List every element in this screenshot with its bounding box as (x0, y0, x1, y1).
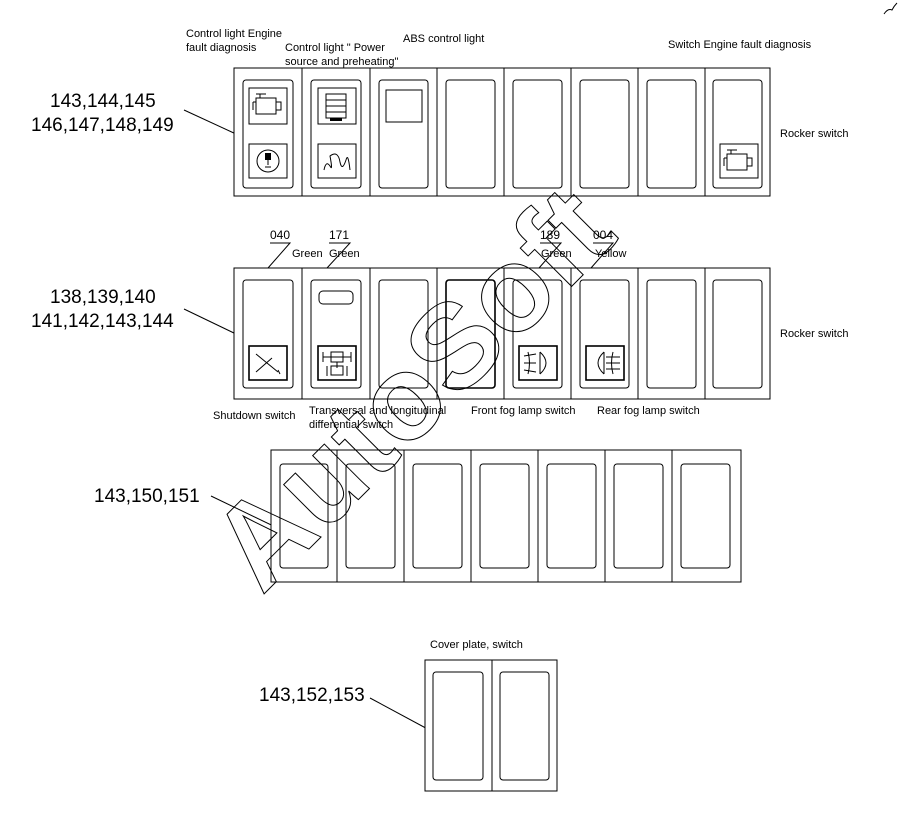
color-004: Yellow (595, 248, 626, 260)
label-power-preheat-line1: Control light " Power (285, 42, 385, 54)
switch-window (712, 279, 763, 389)
switch-window (646, 79, 697, 189)
leader-189 (538, 242, 563, 269)
indicator-lamp-171 (318, 290, 354, 305)
part-numbers-3: 143,150,151 (94, 486, 200, 507)
leader-004 (590, 242, 615, 269)
panel-2: 040 Green 171 Green 189 Green 004 Yellow… (31, 228, 848, 431)
leader-171 (326, 242, 352, 269)
switch-window (279, 463, 329, 569)
rear-fog-lamp-icon (585, 345, 625, 381)
label-differential-line1: Transversal and longitudinal (309, 405, 446, 417)
leader-line-1 (183, 109, 237, 135)
engine-icon (248, 87, 288, 125)
switch-window (512, 79, 563, 189)
panel-1: Control light Engine fault diagnosis Con… (31, 28, 848, 197)
label-cover-plate: Cover plate, switch (430, 639, 523, 651)
label-control-light-engine-line1: Control light Engine (186, 28, 282, 40)
panel-3: 143,150,151 (94, 449, 742, 583)
part-numbers-1-line1: 143,144,145 (50, 91, 156, 112)
label-abs-control-light: ABS control light (403, 33, 484, 45)
switch-window (345, 463, 396, 569)
switch-window (445, 279, 496, 389)
switch-window (579, 79, 630, 189)
power-source-icon (317, 87, 357, 125)
leader-line-2 (183, 308, 237, 335)
switch-window (613, 463, 664, 569)
part-numbers-2-line2: 141,142,143,144 (31, 311, 174, 332)
code-004: 004 (593, 228, 613, 242)
label-front-fog-lamp: Front fog lamp switch (471, 405, 576, 417)
code-171: 171 (329, 228, 349, 242)
switch-window (412, 463, 463, 569)
label-rear-fog-lamp: Rear fog lamp switch (597, 405, 700, 417)
switch-window (546, 463, 597, 569)
panel-4: Cover plate, switch 143,152,153 (259, 639, 558, 792)
part-numbers-4: 143,152,153 (259, 685, 365, 706)
engine-fault-switch-icon (719, 143, 759, 179)
part-numbers-2-line1: 138,139,140 (50, 287, 156, 308)
color-040: Green (292, 248, 323, 260)
differential-lock-icon (317, 345, 357, 381)
leader-line-4 (369, 697, 436, 734)
switch-window (445, 79, 496, 189)
switch-window (499, 671, 550, 781)
diagnosis-lamp-icon (248, 143, 288, 179)
label-rocker-switch-2: Rocker switch (780, 328, 848, 340)
part-numbers-1-line2: 146,147,148,149 (31, 115, 174, 136)
label-control-light-engine-line2: fault diagnosis (186, 42, 257, 54)
shutdown-icon (248, 345, 288, 381)
code-189: 189 (540, 228, 560, 242)
abs-indicator-window (385, 89, 423, 123)
switch-window (378, 279, 429, 389)
corner-mark (883, 2, 898, 15)
label-shutdown-switch: Shutdown switch (213, 410, 296, 422)
label-differential-line2: differential switch (309, 419, 393, 431)
label-power-preheat-line2: source and preheating" (285, 56, 398, 68)
label-rocker-switch-1: Rocker switch (780, 128, 848, 140)
label-switch-engine-fault: Switch Engine fault diagnosis (668, 39, 812, 51)
switch-window (479, 463, 530, 569)
switch-window (432, 671, 484, 781)
preheating-icon (317, 143, 357, 179)
switch-window (680, 463, 731, 569)
front-fog-lamp-icon (518, 345, 558, 381)
code-040: 040 (270, 228, 290, 242)
switch-window (646, 279, 697, 389)
leader-040 (267, 242, 292, 269)
